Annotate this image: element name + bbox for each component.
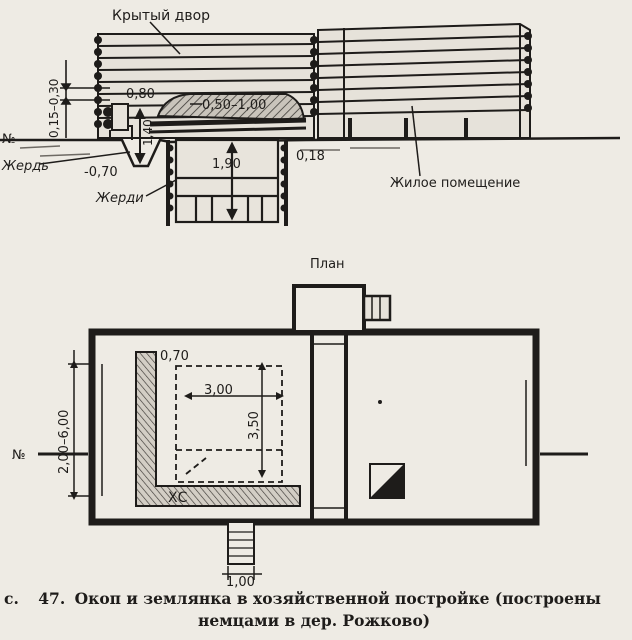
dim-wall-offset: 0,15–0,30: [47, 79, 61, 138]
plan-trench: [135, 351, 301, 507]
caption-line-1: с. 47. Окоп и землянка в хозяйственной п…: [4, 588, 601, 609]
living-room-log-wall: [317, 22, 531, 140]
plan-dimensions: [38, 350, 588, 580]
plan-view: [88, 284, 540, 565]
section-view: [0, 21, 621, 226]
dim-trench-bottom: -0,70: [84, 165, 118, 180]
dim-dugout-height: 1,90: [212, 157, 241, 172]
dim-plan-trench-width: 0,70: [160, 349, 189, 364]
caption-line-2: немцами в дер. Рожково): [198, 611, 431, 630]
ground-line: [0, 136, 621, 168]
ground-shading: [19, 145, 400, 157]
poles-label: Жерди: [95, 191, 144, 206]
caption-prefix: с.: [4, 589, 19, 608]
living-room-label: Жилое помещение: [390, 176, 520, 191]
plan-dugout: [175, 365, 283, 483]
plan-dot: [378, 400, 382, 404]
dugout: [166, 138, 288, 226]
section-level-mark: №: [2, 132, 16, 147]
pole-label: Жердь: [1, 159, 49, 174]
caption-number: 47.: [38, 589, 66, 608]
dim-plan-entry: 1,00: [226, 575, 255, 590]
trench: [103, 103, 146, 165]
dugout-wall-dots: [166, 144, 288, 212]
dim-trench-width: 0,80: [126, 87, 155, 102]
plan-arrowheads: [70, 360, 284, 500]
roof-beam: [149, 117, 307, 127]
wall-offset-dimension: [60, 60, 110, 138]
dim-dugout-gap: 0,18: [296, 149, 325, 164]
caption-text-1: Окоп и землянка в хозяйственной постройк…: [74, 589, 601, 608]
dim-plan-dugout-length: 3,00: [204, 383, 233, 398]
dim-roof-cover: 0,50–1,00: [202, 98, 266, 113]
plan-level-mark: №: [12, 448, 26, 463]
dim-trench-depth: 1,40: [141, 119, 155, 146]
leader-lines: [39, 21, 421, 197]
hs-label: ХС: [168, 490, 188, 506]
plan-title: План: [310, 257, 345, 272]
roof-cover: [156, 93, 306, 122]
dim-plan-dugout-width: 3,50: [247, 411, 262, 440]
dim-plan-overall: 2,00–6,00: [57, 410, 72, 474]
stove: [369, 463, 405, 499]
yard-label: Крытый двор: [112, 8, 210, 24]
roof-beam-2: [149, 126, 307, 134]
log-ends: [94, 32, 532, 128]
